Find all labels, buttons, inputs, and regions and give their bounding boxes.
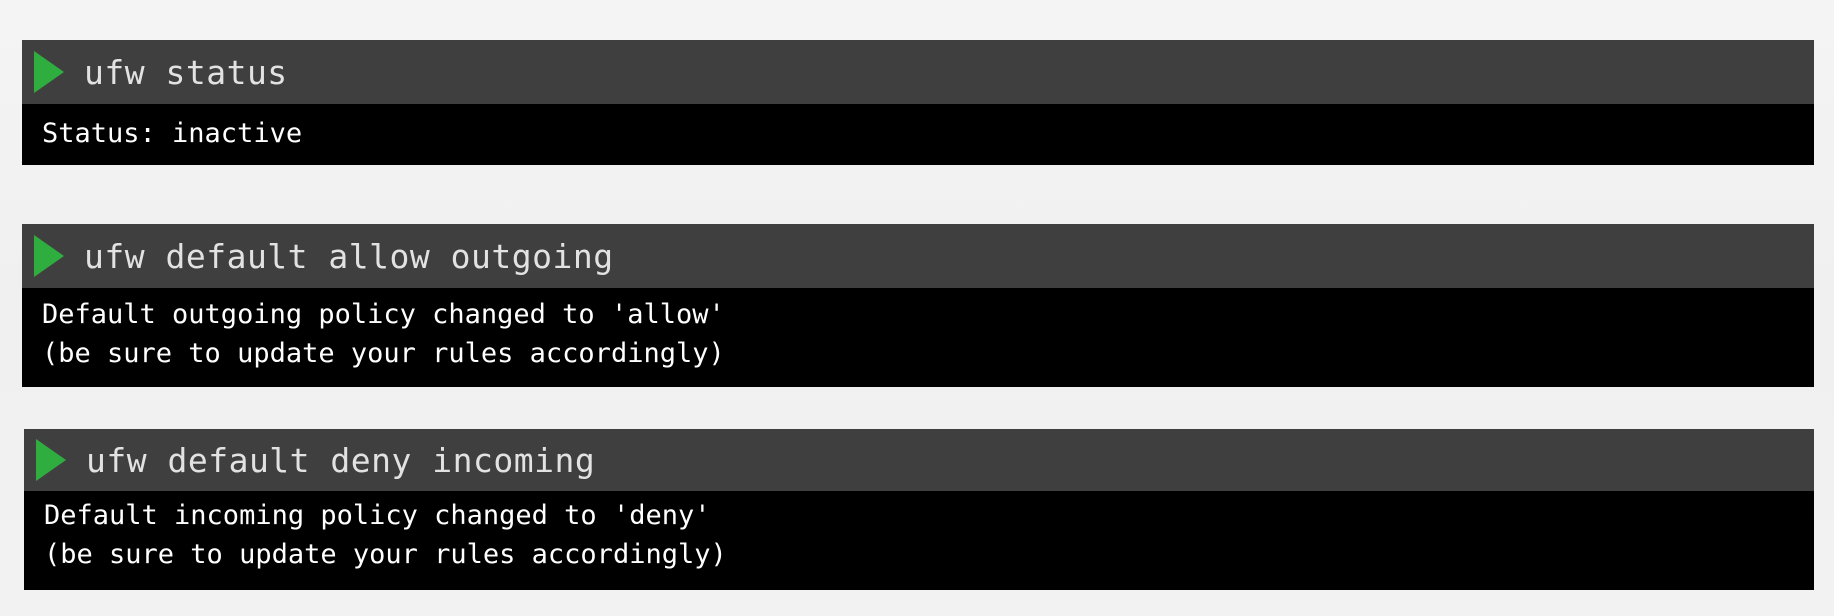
output-line: Default incoming policy changed to 'deny… [44, 500, 711, 531]
command-output: Default outgoing policy changed to 'allo… [22, 288, 1814, 387]
output-line: (be sure to update your rules accordingl… [42, 338, 725, 369]
output-line: Status: inactive [42, 118, 303, 149]
command-output: Default incoming policy changed to 'deny… [24, 491, 1814, 590]
command-text: ufw default allow outgoing [84, 236, 614, 276]
play-icon [34, 235, 64, 277]
output-line: Default outgoing policy changed to 'allo… [42, 299, 725, 330]
command-text: ufw default deny incoming [86, 440, 596, 480]
command-bar: ufw default deny incoming [24, 429, 1814, 491]
command-output: Status: inactive [22, 104, 1814, 165]
terminal-block-default-allow-outgoing: ufw default allow outgoing Default outgo… [22, 224, 1814, 387]
play-icon [34, 51, 64, 93]
output-line: (be sure to update your rules accordingl… [44, 539, 727, 570]
command-bar: ufw default allow outgoing [22, 224, 1814, 288]
terminal-block-ufw-status: ufw status Status: inactive [22, 40, 1814, 165]
command-bar: ufw status [22, 40, 1814, 104]
play-icon [36, 439, 66, 481]
command-text: ufw status [84, 52, 288, 92]
terminal-block-default-deny-incoming: ufw default deny incoming Default incomi… [24, 429, 1814, 590]
